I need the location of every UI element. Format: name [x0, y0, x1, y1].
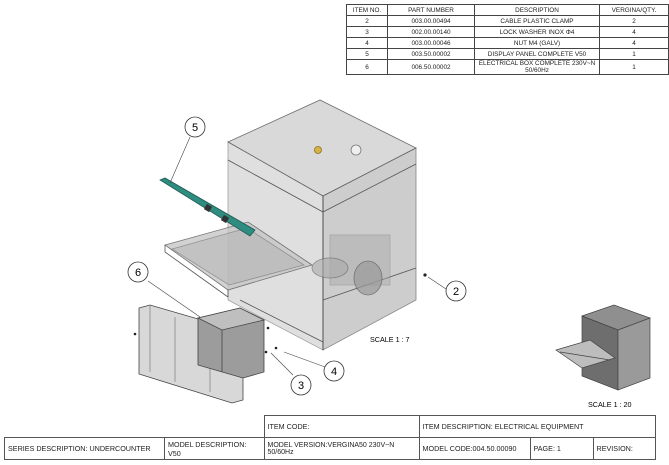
svg-text:5: 5	[192, 122, 198, 134]
bom-qty: 1	[599, 59, 669, 75]
bom-description: NUT M4 (GALV)	[474, 37, 600, 49]
thumbnail-view	[555, 304, 652, 391]
balloon-6: 6	[127, 261, 149, 283]
revision-field: REVISION:	[592, 437, 656, 460]
bom-item-no: 3	[346, 26, 388, 38]
model-code-field: MODEL CODE:004.50.00090	[418, 437, 531, 460]
svg-text:6: 6	[135, 267, 141, 279]
bom-qty: 4	[599, 37, 669, 49]
bom-part-number: 003.00.00494	[387, 15, 475, 27]
bom-part-number: 002.00.00140	[387, 26, 475, 38]
item-description-field: ITEM DESCRIPTION: ELECTRICAL EQUIPMENT	[418, 415, 656, 438]
bom-part-number: 003.50.00002	[387, 48, 475, 60]
model-description-field: MODEL DESCRIPTION: V50	[164, 437, 265, 460]
bom-description: LOCK WASHER INOX Φ4	[474, 26, 600, 38]
bom-item-no: 5	[346, 48, 388, 60]
title-block-row-2: SERIES DESCRIPTION: UNDERCOUNTER MODEL D…	[4, 437, 656, 460]
table-row: 5 003.50.00002 DISPLAY PANEL COMPLETE V5…	[346, 48, 669, 60]
bom-header-description: DESCRIPTION	[474, 4, 600, 16]
bom-header-part-number: PART NUMBER	[387, 4, 475, 16]
table-row: 2 003.00.00494 CABLE PLASTIC CLAMP 2	[346, 15, 669, 27]
item-code-field: ITEM CODE:	[263, 415, 420, 438]
balloon-2: 2	[445, 280, 467, 302]
balloon-3: 3	[290, 374, 312, 396]
table-row: 6 006.50.00002 ELECTRICAL BOX COMPLETE 2…	[346, 59, 669, 75]
bom-header-item-no: ITEM NO.	[346, 4, 388, 16]
display-panel	[159, 177, 256, 237]
scale-small-label: SCALE 1 : 20	[588, 400, 632, 409]
page-field: PAGE: 1	[529, 437, 594, 460]
model-version-field: MODEL VERSION:VERGINA50 230V~N 50/60Hz	[263, 437, 420, 460]
dishwasher-door	[164, 221, 313, 298]
title-block-row-1: ITEM CODE: ITEM DESCRIPTION: ELECTRICAL …	[5, 415, 656, 438]
bom-part-number: 006.50.00002	[387, 59, 475, 75]
bom-qty: 1	[599, 48, 669, 60]
svg-text:2: 2	[453, 286, 459, 298]
bom-qty: 4	[599, 26, 669, 38]
bom-description: DISPLAY PANEL COMPLETE V50	[474, 48, 600, 60]
bill-of-materials: ITEM NO. PART NUMBER DESCRIPTION VERGINA…	[346, 4, 669, 75]
balloon-5: 5	[184, 116, 206, 138]
title-block: ITEM CODE: ITEM DESCRIPTION: ELECTRICAL …	[4, 415, 656, 460]
bom-description: CABLE PLASTIC CLAMP	[474, 15, 600, 27]
bom-description: ELECTRICAL BOX COMPLETE 230V~N 50/60Hz	[474, 59, 600, 75]
bom-item-no: 4	[346, 37, 388, 49]
series-description-field: SERIES DESCRIPTION: UNDERCOUNTER	[4, 437, 165, 460]
svg-text:3: 3	[298, 380, 304, 392]
bom-part-number: 003.00.00046	[387, 37, 475, 49]
scale-main-label: SCALE 1 : 7	[370, 335, 410, 344]
table-row: 3 002.00.00140 LOCK WASHER INOX Φ4 4	[346, 26, 669, 38]
fasteners	[133, 273, 427, 354]
svg-text:4: 4	[331, 366, 337, 378]
bom-item-no: 6	[346, 59, 388, 75]
bom-header-qty: VERGINA/QTY.	[599, 4, 669, 16]
electrical-box	[138, 304, 266, 404]
bom-item-no: 2	[346, 15, 388, 27]
bom-qty: 2	[599, 15, 669, 27]
balloon-4: 4	[323, 360, 345, 382]
table-row: 4 003.00.00046 NUT M4 (GALV) 4	[346, 37, 669, 49]
bom-header-row: ITEM NO. PART NUMBER DESCRIPTION VERGINA…	[346, 4, 669, 16]
